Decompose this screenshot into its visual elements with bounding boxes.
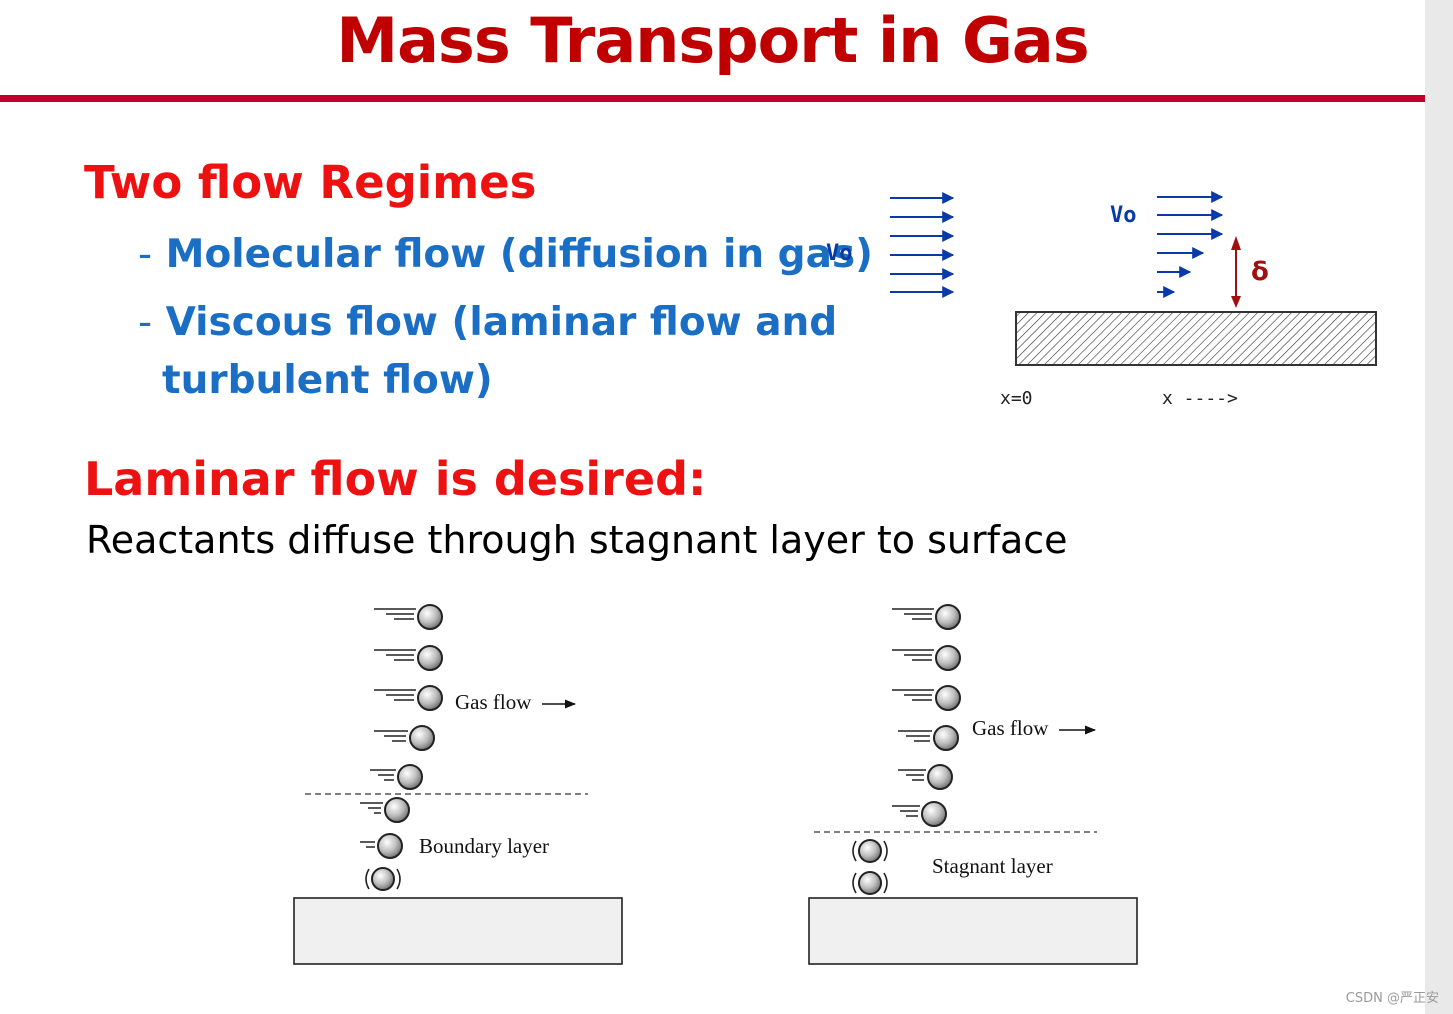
molecule xyxy=(898,764,953,790)
molecule xyxy=(360,833,403,859)
velocity-profile-diagram: Vo Vo δ x=0 x ----> xyxy=(826,191,1377,409)
bullet-viscous-flow: - Viscous flow (laminar flow and xyxy=(138,300,837,345)
substrate-left xyxy=(293,897,623,965)
molecule xyxy=(374,604,443,630)
molecule xyxy=(852,871,888,895)
molecule xyxy=(892,801,947,827)
title-rule xyxy=(0,95,1425,102)
stagnant-layer-label: Stagnant layer xyxy=(932,854,1053,878)
delta-label: δ xyxy=(1251,257,1269,287)
slide-title: Mass Transport in Gas xyxy=(336,4,1089,77)
bullet-viscous-flow-cont: turbulent flow) xyxy=(162,358,493,403)
boundary-flow-arrows xyxy=(1157,191,1224,298)
body-text: Reactants diffuse through stagnant layer… xyxy=(86,518,1068,562)
bullet-text: Molecular flow (diffusion in gas) xyxy=(165,232,873,277)
molecule xyxy=(892,645,961,671)
molecule xyxy=(370,764,423,790)
x-zero-label: x=0 xyxy=(1000,388,1033,409)
gas-flow-label: Gas flow xyxy=(972,716,1049,740)
bullet-marker: - xyxy=(138,300,153,345)
molecule xyxy=(374,685,443,711)
x-direction-label: x ----> xyxy=(1162,388,1238,409)
molecule xyxy=(852,839,888,863)
section-heading-flow-regimes: Two flow Regimes xyxy=(84,156,537,209)
molecule xyxy=(365,867,401,891)
bullet-text: Viscous flow (laminar flow and xyxy=(165,300,838,345)
boundary-layer-diagram: Gas flow Boundary layer xyxy=(293,604,623,965)
section-heading-laminar: Laminar flow is desired: xyxy=(84,452,707,506)
uniform-flow-arrows xyxy=(890,192,955,298)
vo-label-right: Vo xyxy=(1110,203,1137,228)
stagnant-layer-diagram: Gas flow Stagnant layer xyxy=(808,604,1138,965)
gas-flow-layer-diagrams: Gas flow Boundary layer xyxy=(293,604,1138,965)
bullet-marker: - xyxy=(138,232,153,277)
vo-label-left: Vo xyxy=(826,241,853,266)
molecule xyxy=(374,725,435,751)
substrate-right xyxy=(808,897,1138,965)
substrate-plate xyxy=(1015,311,1377,366)
molecule xyxy=(892,604,961,630)
watermark: CSDN @严正安 xyxy=(1345,991,1439,1006)
boundary-thickness-arrow xyxy=(1231,236,1241,308)
molecule xyxy=(360,797,410,823)
gas-flow-label: Gas flow xyxy=(455,690,532,714)
molecule xyxy=(374,645,443,671)
boundary-layer-label: Boundary layer xyxy=(419,834,549,858)
molecule xyxy=(892,685,961,711)
molecule xyxy=(898,725,959,751)
bullet-molecular-flow: - Molecular flow (diffusion in gas) xyxy=(138,232,873,277)
